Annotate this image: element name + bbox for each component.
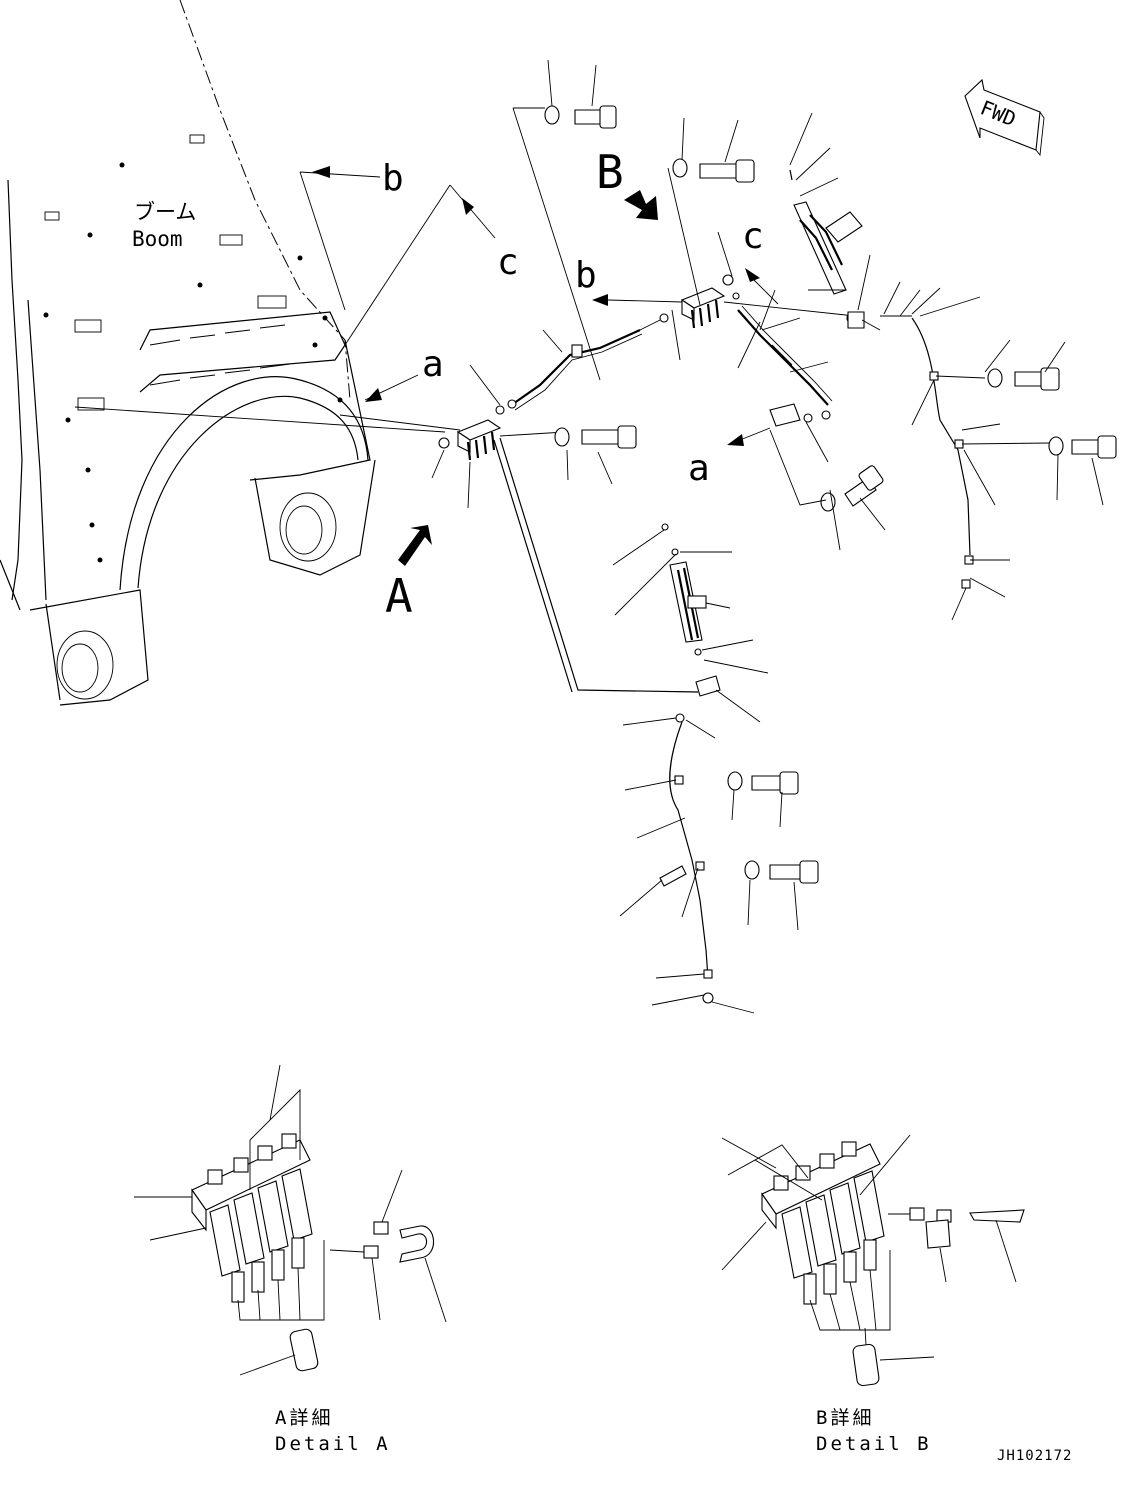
fwd-arrow-icon: FWD: [964, 78, 1045, 157]
detail-a-title-jp: A詳細: [275, 1407, 333, 1429]
boom-label-jp: ブーム: [134, 200, 196, 224]
callout-a-center: a: [688, 427, 771, 489]
callout-b-left: b: [312, 158, 404, 199]
svg-text:b: b: [382, 158, 404, 199]
callout-c-center: c: [742, 216, 779, 305]
svg-text:c: c: [497, 242, 519, 283]
svg-text:b: b: [575, 255, 597, 296]
fasteners: [544, 105, 1117, 884]
detail-b-title-en: Detail B: [816, 1433, 932, 1455]
part-leader-lines: [431, 59, 1104, 1014]
distributor-block-a: [438, 419, 502, 461]
callout-c-left: c: [462, 198, 519, 283]
boom-label-en: Boom: [132, 227, 183, 251]
detail-b-drawing: [721, 1134, 1025, 1387]
view-direction-arrow-icon: [398, 525, 432, 566]
view-label-b: B: [596, 145, 624, 199]
detail-a-drawing: [134, 1064, 447, 1376]
boom-outline: [0, 0, 376, 706]
svg-text:c: c: [742, 216, 764, 257]
svg-text:a: a: [688, 448, 710, 489]
right-hose-assembly: [789, 169, 1051, 589]
svg-text:a: a: [422, 344, 444, 385]
detail-b-title-jp: B詳細: [816, 1407, 874, 1429]
lower-hose-assembly: [493, 437, 721, 1004]
callout-a-left: a: [365, 344, 444, 402]
view-label-a: A: [385, 569, 413, 623]
bracket-a: [769, 403, 831, 427]
distributor-block-b: [680, 274, 740, 329]
drawing-code: JH102172: [997, 1448, 1072, 1464]
view-direction-arrow-icon: [624, 190, 658, 220]
callout-b-center: b: [575, 255, 683, 306]
center-hose: [737, 289, 833, 406]
upper-hose-assembly: [495, 313, 669, 415]
detail-a-title-en: Detail A: [275, 1433, 391, 1455]
